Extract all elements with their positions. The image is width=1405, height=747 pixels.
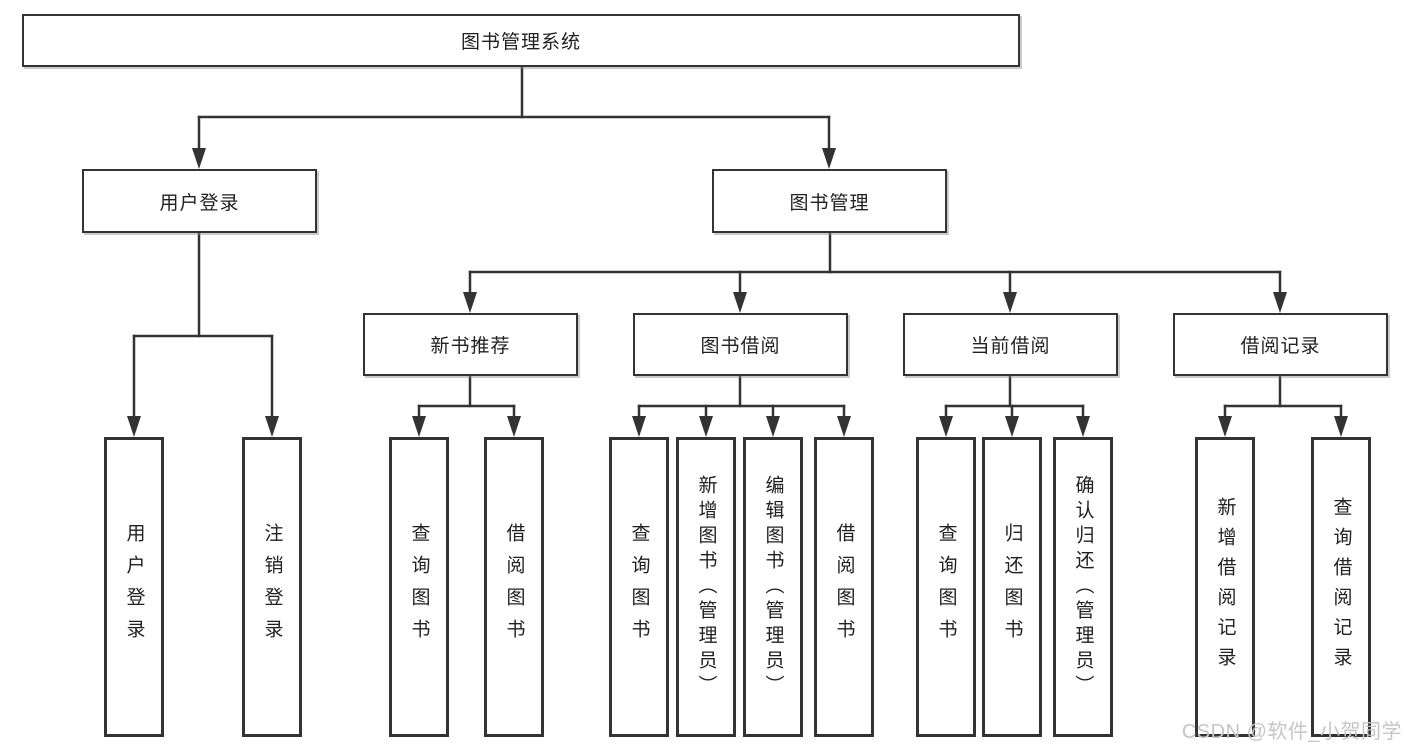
node-current-borrow-label: 当前借阅 [970,336,1051,357]
leaf-borrow-books-recommend-label: 借阅图书 [503,523,525,651]
edges-borrow-records-to-leaves [1218,374,1348,437]
node-book-borrow: 图书借阅 [633,313,848,376]
leaf-query-borrow-record-label: 查询借阅记录 [1330,497,1352,677]
leaf-borrow-books-borrow-label: 借阅图书 [833,523,855,651]
edges-book-borrow-to-leaves [632,374,851,437]
leaf-logout-login-label: 注销登录 [261,523,283,651]
leaf-user-login-label: 用户登录 [123,523,145,651]
leaf-borrow-books-recommend: 借阅图书 [484,437,544,737]
leaf-borrow-books-borrow: 借阅图书 [814,437,874,737]
edges-root-to-level2 [192,65,836,169]
leaf-add-books-admin: 新增图书（管理员） [676,437,736,737]
leaf-query-books-recommend: 查询图书 [389,437,449,737]
leaf-add-borrow-record: 新增借阅记录 [1195,437,1255,737]
node-root-label: 图书管理系统 [460,32,581,53]
node-current-borrow: 当前借阅 [903,313,1118,376]
node-user-login: 用户登录 [82,169,317,233]
leaf-edit-books-admin-label: 编辑图书（管理员） [762,474,784,700]
edges-user-login-to-leaves [127,231,279,437]
edges-new-book-rec-to-leaves [412,374,521,437]
node-book-borrow-label: 图书借阅 [700,336,781,357]
node-book-management-label: 图书管理 [789,192,870,214]
leaf-query-borrow-record: 查询借阅记录 [1311,437,1371,737]
leaf-add-borrow-record-label: 新增借阅记录 [1214,497,1236,677]
leaf-add-books-admin-label: 新增图书（管理员） [695,474,717,700]
leaf-confirm-return-admin: 确认归还（管理员） [1053,437,1113,737]
leaf-query-books-borrow: 查询图书 [609,437,669,737]
csdn-watermark: CSDN @软件_小贺同学 [1181,721,1402,743]
leaf-return-books: 归还图书 [982,437,1042,737]
node-new-book-recommend-label: 新书推荐 [430,336,511,357]
node-root-system: 图书管理系统 [22,14,1020,67]
leaf-query-books-current: 查询图书 [916,437,976,737]
node-user-login-label: 用户登录 [159,192,240,214]
leaf-confirm-return-admin-label: 确认归还（管理员） [1072,474,1094,700]
edges-book-mgmt-to-level3 [463,231,1287,313]
node-new-book-recommend: 新书推荐 [363,313,578,376]
leaf-query-books-recommend-label: 查询图书 [408,523,430,651]
leaf-query-books-borrow-label: 查询图书 [628,523,650,651]
leaf-query-books-current-label: 查询图书 [935,523,957,651]
node-borrow-records-label: 借阅记录 [1240,336,1321,357]
node-book-management: 图书管理 [712,169,947,233]
leaf-logout-login: 注销登录 [242,437,302,737]
leaf-return-books-label: 归还图书 [1001,523,1023,651]
leaf-edit-books-admin: 编辑图书（管理员） [743,437,803,737]
leaf-user-login: 用户登录 [104,437,164,737]
edges-current-borrow-to-leaves [939,374,1090,437]
node-borrow-records: 借阅记录 [1173,313,1388,376]
